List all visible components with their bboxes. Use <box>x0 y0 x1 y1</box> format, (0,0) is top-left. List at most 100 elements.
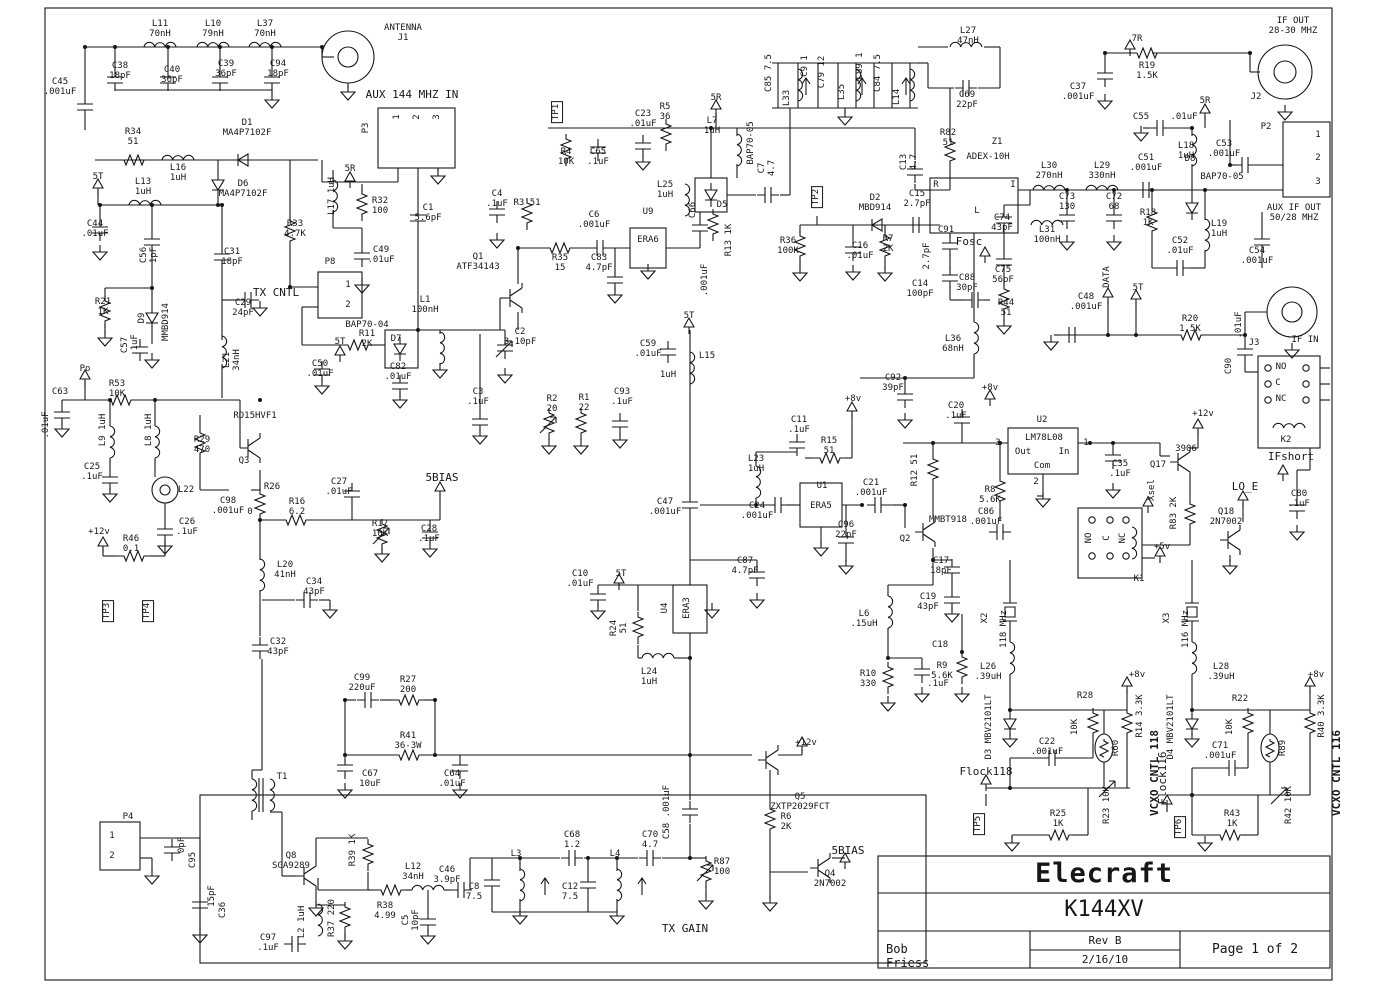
ground-icon <box>838 558 854 575</box>
component-label: L35 <box>837 83 848 101</box>
component-label: R60 <box>1111 739 1122 757</box>
component-label: C56 1pF <box>139 246 159 264</box>
component-label: TP5 <box>973 812 985 836</box>
component-label: C91 <box>937 225 955 236</box>
component-label: X2 <box>980 612 991 624</box>
component-label: TP2 <box>811 185 823 209</box>
junction-dot <box>1133 332 1139 338</box>
component-label: D1 MA4P7102F <box>222 118 272 138</box>
component-label: P8 <box>324 257 336 268</box>
component-label: C90 <box>1224 357 1235 375</box>
component-label: C67 10uF <box>359 769 381 789</box>
diode-symbol <box>704 182 718 208</box>
component-label: C15 2.7pF <box>903 189 931 209</box>
ground-icon <box>432 362 448 379</box>
component-label: D3 MBV2101LT <box>984 694 995 760</box>
ground-icon <box>749 592 765 609</box>
component-label: ERA3 <box>682 597 693 619</box>
component-label: P3 <box>361 122 372 134</box>
junction-dot <box>319 44 325 50</box>
inductor-symbol <box>1272 422 1306 429</box>
component-label: C51 .001uF <box>1129 153 1163 173</box>
inductor-symbol <box>736 133 743 167</box>
junction-dot <box>1189 707 1195 713</box>
component-label: 3906 <box>1175 444 1197 455</box>
relay-contact-symbol <box>1264 364 1272 372</box>
junction-dot <box>269 44 275 50</box>
component-label: 1 <box>1315 130 1321 141</box>
component-label: In <box>1058 447 1070 458</box>
component-label: Q18 2N7002 <box>1209 507 1243 527</box>
junction-dot <box>342 752 348 758</box>
component-label: 2.7pF <box>922 242 933 270</box>
component-label: R42 10K <box>1284 786 1295 824</box>
junction-dot <box>415 327 421 333</box>
component-label: ADEX-10H <box>966 152 1010 163</box>
junction-dot <box>1149 187 1155 193</box>
component-label: 2 <box>1033 477 1039 488</box>
resistor-symbol <box>927 453 939 487</box>
junction-dot <box>885 655 891 661</box>
component-label: 3 <box>432 114 443 120</box>
component-label: +12v <box>795 738 817 749</box>
junction-dot <box>97 202 103 208</box>
component-label: L15 <box>698 351 716 362</box>
ground-icon <box>635 154 651 171</box>
component-label: 2 <box>109 851 115 862</box>
if-in-connector-j3 <box>1266 286 1318 338</box>
junction-dot <box>432 752 438 758</box>
junction-dot <box>1007 707 1013 713</box>
component-label: R9 5.6K <box>931 661 953 681</box>
ground-icon <box>337 933 353 950</box>
ground-icon <box>489 232 505 249</box>
component-label: U4 <box>660 602 671 614</box>
inductor-symbol <box>161 154 195 161</box>
component-label: C49 .01uF <box>367 245 395 265</box>
component-label: L11 70nH <box>149 19 171 39</box>
component-label: R10 330 <box>859 669 877 689</box>
component-label: D6 MA4P7102F <box>218 179 268 199</box>
component-label: C87 4.7pF <box>731 556 759 576</box>
component-label: L7 1uH <box>703 116 721 136</box>
component-label: TX GAIN <box>661 921 709 935</box>
component-label: .01uF <box>1234 311 1245 339</box>
component-label: BAP70-05 <box>746 121 757 165</box>
relay-contact-symbol <box>1302 380 1310 388</box>
ground-icon <box>845 264 861 281</box>
component-label: Fosc <box>955 234 983 248</box>
arrow-icon <box>637 877 647 896</box>
component-label: R21 1K <box>94 297 112 317</box>
component-label: L28 .39uH <box>1207 662 1235 682</box>
component-label: NC <box>1118 532 1129 544</box>
capacitor-symbol <box>681 800 699 824</box>
component-label: L33 <box>782 89 793 107</box>
ground-icon <box>609 908 625 925</box>
component-label: R38 4.99 <box>374 901 396 921</box>
supply-arrow-icon <box>979 246 991 264</box>
ground-icon <box>877 265 893 282</box>
component-label: C52 .01uF <box>1166 236 1194 256</box>
component-label: R25 1K <box>1049 809 1067 829</box>
component-label: ERA6 <box>637 235 659 246</box>
component-label: D5 <box>716 200 728 211</box>
junction-dot <box>1189 792 1195 798</box>
component-label: L4 <box>609 849 621 860</box>
component-label: C38 18pF <box>109 61 131 81</box>
resistor-symbol <box>1212 829 1246 841</box>
component-label: T1 <box>276 772 288 783</box>
component-label: Q4 2N7002 <box>813 869 847 889</box>
component-label: R53 10K <box>108 379 126 399</box>
ground-icon <box>1222 558 1238 575</box>
component-label: C96 22pF <box>835 520 857 540</box>
capacitor-symbol <box>659 340 677 364</box>
junction-dot <box>257 397 263 403</box>
component-label: C13 4.7 <box>899 153 919 171</box>
inductor-symbol <box>1131 526 1138 560</box>
component-label: 2 <box>412 114 423 120</box>
component-label: C2 3-10pF <box>503 327 537 347</box>
transistor-symbol <box>501 282 523 314</box>
junction-dot <box>1247 50 1253 56</box>
ground-icon <box>996 318 1012 335</box>
component-label: U1 <box>816 481 828 492</box>
component-label: D9 <box>137 312 148 324</box>
